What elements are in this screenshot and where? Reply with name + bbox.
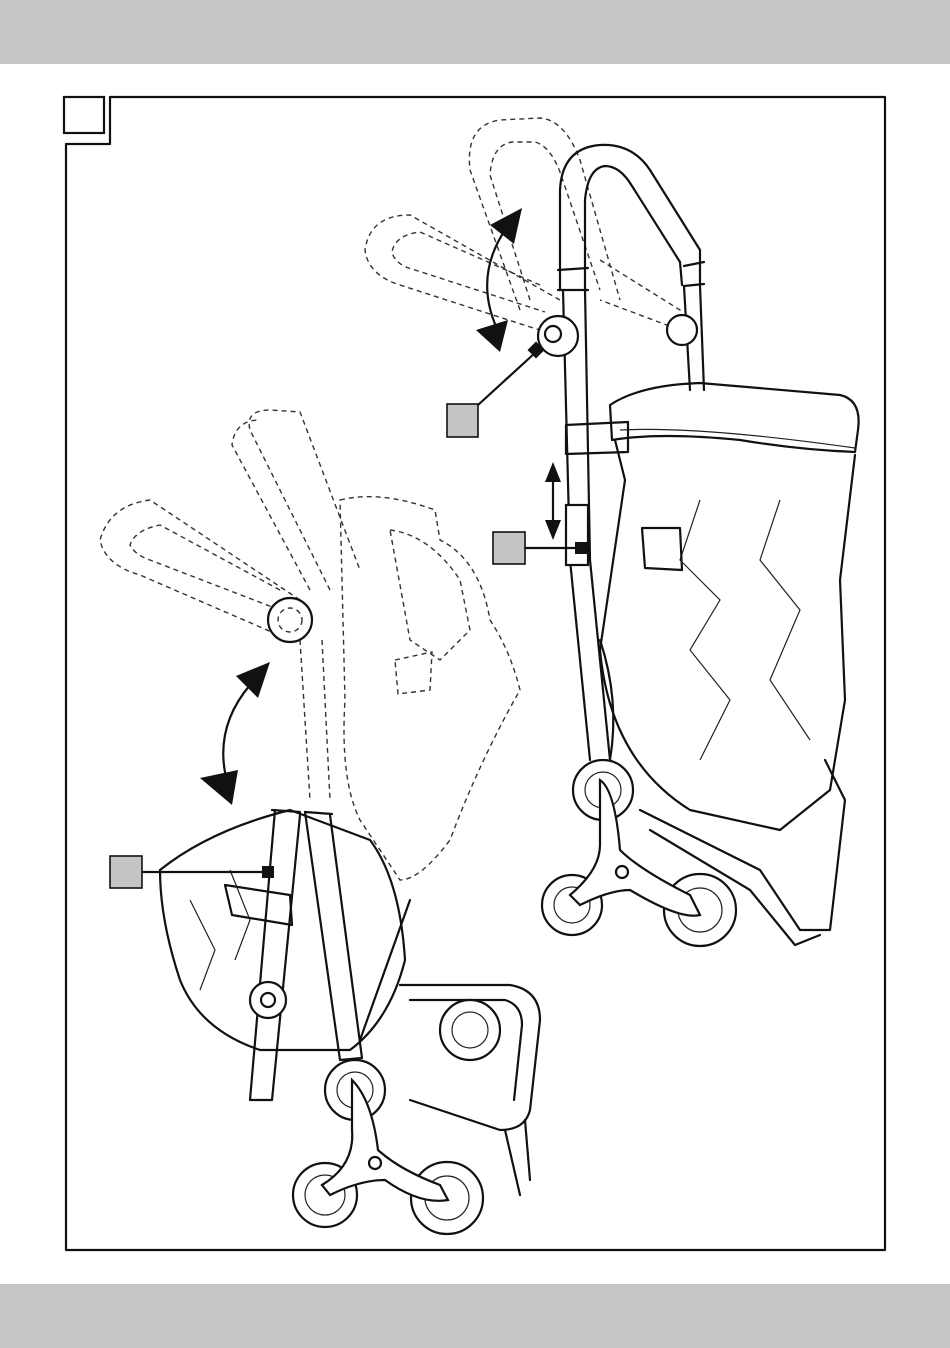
height-collar xyxy=(566,505,588,565)
callout-frame xyxy=(110,856,274,888)
ghost-handle-b-inner xyxy=(130,525,280,610)
ghost-handle-loop xyxy=(395,652,432,694)
bag-fold-lines xyxy=(680,500,810,760)
figure-number-box xyxy=(64,97,104,133)
bag-handle-loop xyxy=(642,528,682,570)
folded-clamp xyxy=(225,885,292,925)
handle-cuff-left xyxy=(558,268,588,290)
ghost-handle-lower xyxy=(365,215,560,335)
bag-side-pocket xyxy=(600,640,613,760)
bag-body xyxy=(600,440,855,830)
trolley-folded xyxy=(100,410,540,1234)
rotation-arrow-upper xyxy=(476,208,522,352)
folded-frame-left xyxy=(250,810,300,1100)
ghost-handle-arm xyxy=(600,260,680,330)
frame-side-rail-b xyxy=(700,286,704,390)
figure-border xyxy=(66,97,885,1250)
rotation-arrow-lower xyxy=(200,662,270,805)
callout-handle-pivot xyxy=(447,342,544,437)
handle-grip-inner xyxy=(585,166,682,290)
folded-pivot-knob xyxy=(268,598,312,642)
ghost-handle-lower-inner xyxy=(392,232,545,312)
folded-wheel-back xyxy=(440,1000,500,1060)
ghost-frame xyxy=(300,640,330,800)
ghost-bag-inner xyxy=(390,530,470,660)
handle-pivot-knob-right xyxy=(667,315,697,345)
ghost-handle-a xyxy=(249,410,360,590)
bag-lid xyxy=(610,383,859,452)
folded-knob xyxy=(250,982,286,1018)
ghost-handle-a-inner xyxy=(232,420,310,590)
folded-rack-legs xyxy=(505,1120,530,1195)
height-arrow xyxy=(545,462,561,540)
folded-frame-right xyxy=(305,812,362,1060)
